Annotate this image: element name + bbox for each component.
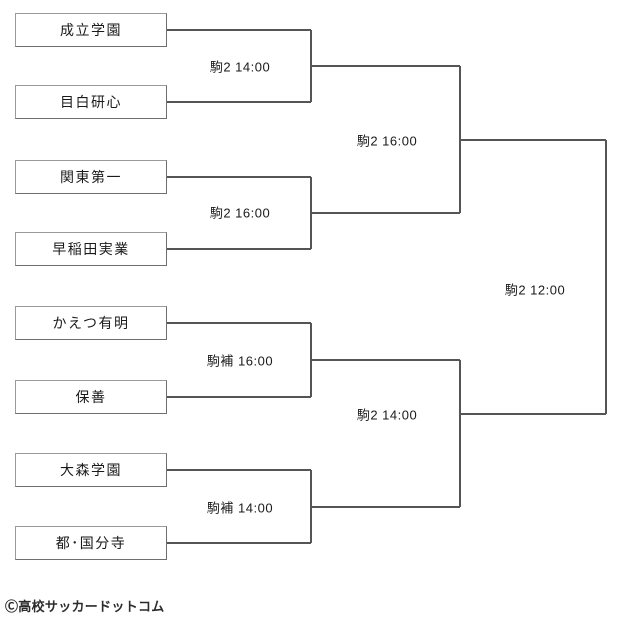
team-box[interactable]: 大森学園 <box>15 453 167 487</box>
team-name: 成立学園 <box>60 22 122 38</box>
team-box[interactable]: 早稲田実業 <box>15 232 167 266</box>
team-box[interactable]: 目白研心 <box>15 85 167 119</box>
match-label-r2-m1: 駒2 16:00 <box>356 133 418 149</box>
match-label-r1-m4: 駒補 14:00 <box>206 500 274 516</box>
team-box[interactable]: かえつ有明 <box>15 306 167 340</box>
team-box[interactable]: 関東第一 <box>15 160 167 194</box>
match-label-r2-m2: 駒2 14:00 <box>356 407 418 423</box>
team-name: 都･国分寺 <box>55 535 127 551</box>
match-label-r1-m3: 駒補 16:00 <box>206 353 274 369</box>
team-name: 関東第一 <box>60 169 122 185</box>
team-name: 目白研心 <box>60 94 122 110</box>
match-label-r1-m1: 駒2 14:00 <box>209 59 271 75</box>
team-name: 大森学園 <box>60 462 122 478</box>
team-box[interactable]: 都･国分寺 <box>15 526 167 560</box>
team-name: 早稲田実業 <box>52 241 130 257</box>
team-box[interactable]: 成立学園 <box>15 13 167 47</box>
team-name: 保善 <box>75 389 107 405</box>
copyright-credit: Ⓒ高校サッカードットコム <box>5 599 165 614</box>
team-name: かえつ有明 <box>52 315 130 331</box>
match-label-final: 駒2 12:00 <box>504 282 566 298</box>
team-box[interactable]: 保善 <box>15 380 167 414</box>
match-label-r1-m2: 駒2 16:00 <box>209 205 271 221</box>
